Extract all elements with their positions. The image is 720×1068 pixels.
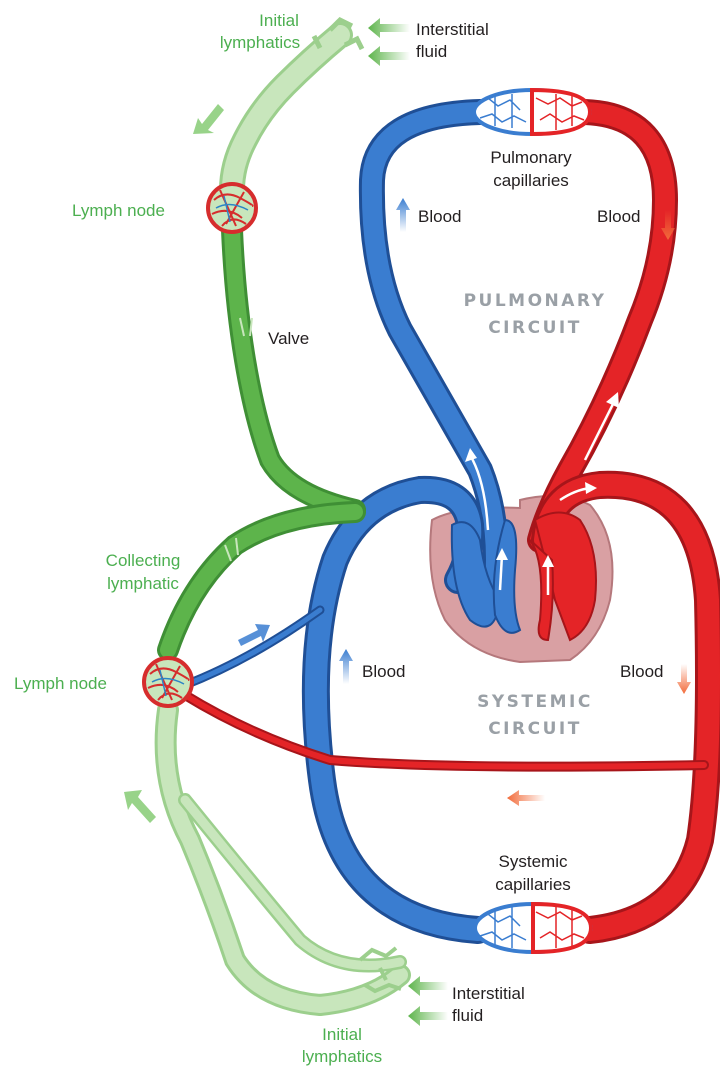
arrow-icon bbox=[368, 18, 410, 38]
blood-pulmonary-right-label: Blood bbox=[597, 207, 640, 226]
systemic-circuit-label-1: SYSTEMIC bbox=[477, 692, 593, 712]
arrow-icon bbox=[507, 790, 545, 806]
lymph-node-top bbox=[208, 184, 256, 232]
initial-lymphatics-bottom-label-1: Initial bbox=[322, 1025, 362, 1044]
lymph-node-top-label: Lymph node bbox=[72, 201, 165, 220]
systemic-capillaries-label-2: capillaries bbox=[495, 875, 571, 894]
pulmonary-circuit-label-1: PULMONARY bbox=[464, 291, 607, 311]
arrow-icon bbox=[677, 664, 691, 694]
arrow-icon bbox=[339, 649, 353, 684]
arrow-icon bbox=[124, 790, 156, 823]
initial-lymphatics-top-label-2: lymphatics bbox=[220, 33, 300, 52]
initial-lymphatics-top-label-1: Initial bbox=[259, 11, 299, 30]
blood-systemic-right-label: Blood bbox=[620, 662, 663, 681]
collecting-lymphatic-label-2: lymphatic bbox=[107, 574, 179, 593]
pulmonary-capillaries-label-2: capillaries bbox=[493, 171, 569, 190]
interstitial-fluid-top-label-1: Interstitial bbox=[416, 20, 489, 39]
collecting-lymphatic-label-1: Collecting bbox=[106, 551, 181, 570]
lymph-node-bottom-label: Lymph node bbox=[14, 674, 107, 693]
arrow-icon bbox=[193, 104, 224, 134]
systemic-capillaries-label-1: Systemic bbox=[499, 852, 568, 871]
arrow-icon bbox=[396, 198, 410, 232]
arrow-icon bbox=[368, 46, 410, 66]
interstitial-fluid-bottom-label-1: Interstitial bbox=[452, 984, 525, 1003]
pulmonary-capillary-bed bbox=[474, 90, 590, 134]
blood-pulmonary-left-label: Blood bbox=[418, 207, 461, 226]
lymph-node-bottom bbox=[144, 658, 192, 706]
interstitial-fluid-top-label-2: fluid bbox=[416, 42, 447, 61]
arrow-icon bbox=[408, 1006, 448, 1026]
blood-systemic-left-label: Blood bbox=[362, 662, 405, 681]
pulmonary-circuit-label-2: CIRCUIT bbox=[488, 318, 582, 338]
interstitial-fluid-bottom-label-2: fluid bbox=[452, 1006, 483, 1025]
red-branch-artery bbox=[185, 695, 704, 767]
valve-label: Valve bbox=[268, 329, 309, 348]
pulmonary-capillaries-label-1: Pulmonary bbox=[490, 148, 572, 167]
systemic-circuit-label-2: CIRCUIT bbox=[488, 719, 582, 739]
arrow-icon bbox=[408, 976, 448, 996]
systemic-capillary-bed bbox=[475, 904, 591, 952]
initial-lymphatics-bottom-label-2: lymphatics bbox=[302, 1047, 382, 1066]
